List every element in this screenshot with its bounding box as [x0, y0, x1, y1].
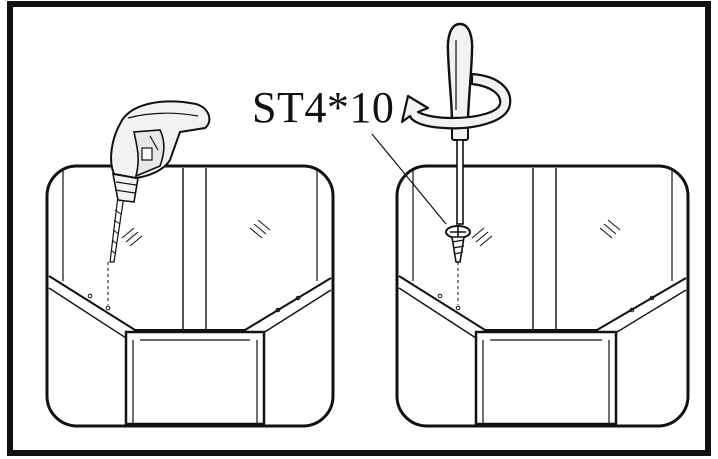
right-panel-screw-step: [371, 22, 690, 428]
label-leader-line: [371, 133, 447, 225]
rotation-arrow-icon: [400, 72, 512, 130]
screw-icon: [445, 225, 471, 263]
diagram-frame: [7, 1, 711, 456]
left-panel-drill-step: [45, 100, 335, 428]
screw-size-label: ST4*10: [252, 83, 395, 132]
drill-icon: [109, 100, 211, 263]
